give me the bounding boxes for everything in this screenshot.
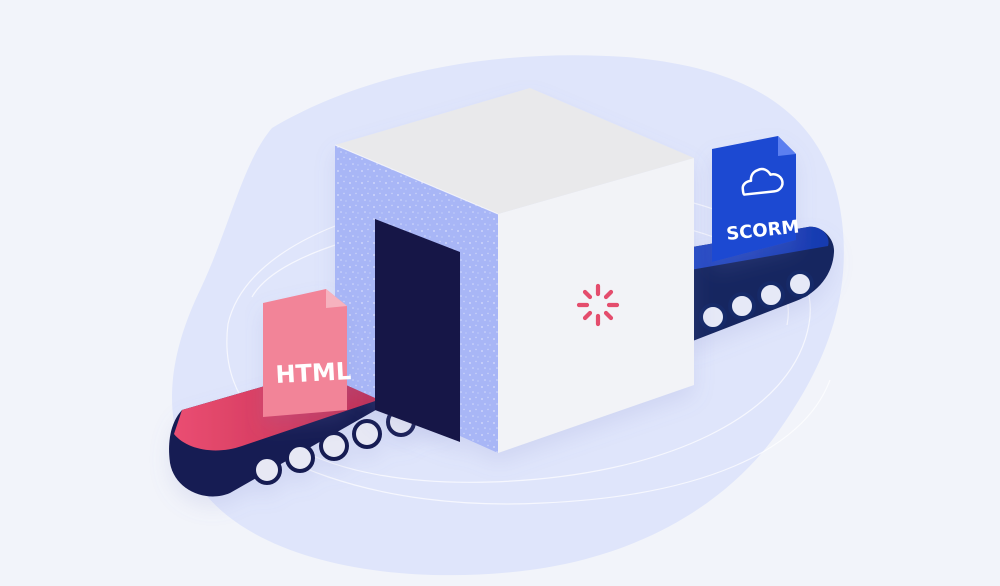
cloud-icon — [741, 167, 784, 196]
spinner-icon — [576, 283, 620, 327]
machine-right-face — [498, 158, 694, 453]
output-conveyor-wheels — [699, 270, 814, 331]
html-file-icon: HTML — [263, 289, 352, 417]
machine-opening — [375, 219, 460, 442]
conversion-machine — [334, 88, 694, 453]
html-file-label: HTML — [275, 357, 352, 389]
scorm-file-icon: SCORM — [712, 136, 800, 262]
